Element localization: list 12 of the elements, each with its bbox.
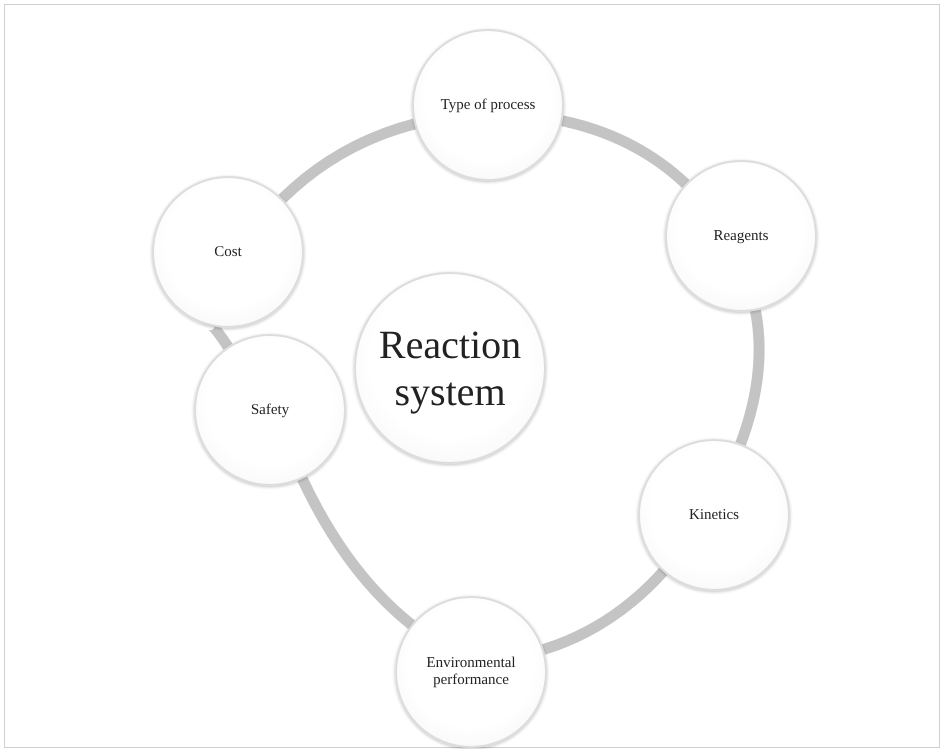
ring-connector — [735, 310, 765, 446]
ring-connector — [297, 476, 416, 629]
ring-connector — [561, 115, 690, 188]
node-label: Type of process — [440, 96, 536, 114]
node-label: Environmental performance — [425, 655, 517, 689]
node-label: Reaction system — [378, 321, 522, 415]
ring-connector — [542, 568, 668, 655]
node-label: Kinetics — [688, 506, 740, 524]
node-label: Safety — [250, 402, 290, 418]
ring-connector — [278, 118, 416, 203]
node-label: Cost — [213, 244, 243, 260]
node-label: Reagents — [712, 228, 770, 244]
